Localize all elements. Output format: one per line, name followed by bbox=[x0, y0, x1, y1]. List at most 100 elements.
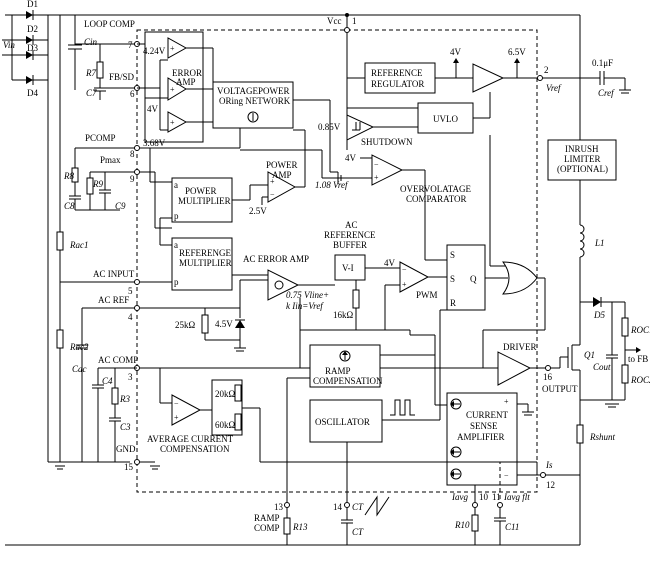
to-fb-label: to FB bbox=[628, 354, 648, 364]
ac-ref-buffer-label1: AC bbox=[345, 220, 358, 230]
power-mult-label2: MULTIPLIER bbox=[178, 196, 231, 206]
pin-gnd-label: GND bbox=[116, 444, 136, 454]
ref-reg-label2: REGULATOR bbox=[371, 79, 424, 89]
r8-label: R8 bbox=[63, 171, 74, 181]
overvoltage-label1: OVERVOLATAGE bbox=[400, 184, 472, 194]
svg-text:+: + bbox=[270, 177, 275, 186]
svg-text:+: + bbox=[170, 85, 175, 94]
vin-label: Vin bbox=[3, 40, 15, 50]
pin-8[interactable] bbox=[134, 145, 140, 151]
c7-label: C7 bbox=[86, 88, 97, 98]
latch-r: R bbox=[450, 298, 456, 308]
rshunt-label: Rshunt bbox=[589, 432, 616, 442]
ramp-comp-pin-label1: RAMP bbox=[254, 513, 280, 523]
pin-10[interactable] bbox=[472, 502, 478, 508]
pin-16[interactable] bbox=[545, 365, 551, 371]
pin-is-label: Is bbox=[545, 460, 553, 470]
inrush-label3: (OPTIONAL) bbox=[557, 164, 608, 174]
v085-label: 0.85V bbox=[318, 122, 341, 132]
svg-text:−: − bbox=[270, 190, 275, 199]
avg-current-label1: AVERAGE CURRENT bbox=[147, 434, 234, 444]
c4-label: C4 bbox=[102, 376, 113, 386]
pin-5-num: 5 bbox=[128, 286, 133, 296]
roc2-label: ROC2 bbox=[630, 375, 650, 385]
c4-r3-c3-network bbox=[92, 367, 121, 462]
pin-11[interactable] bbox=[497, 502, 503, 508]
pin-12[interactable] bbox=[540, 472, 546, 478]
c8-label: C8 bbox=[64, 201, 75, 211]
r25k-label: 25kΩ bbox=[175, 320, 196, 330]
pin-3-num: 3 bbox=[128, 372, 133, 382]
cin-label: Cin bbox=[84, 37, 98, 47]
sr-latch-block bbox=[446, 244, 486, 311]
shutdown-label: SHUTDOWN bbox=[361, 137, 413, 147]
inrush-label1: INRUSH bbox=[565, 144, 599, 154]
error-amp-block: + + + bbox=[144, 31, 213, 143]
d1-label: D1 bbox=[27, 0, 38, 9]
pin-9[interactable] bbox=[134, 169, 140, 175]
svg-text:−: − bbox=[374, 160, 379, 169]
r3-label: R3 bbox=[119, 394, 130, 404]
pin-14[interactable] bbox=[344, 502, 350, 508]
driver-buffer bbox=[497, 351, 532, 386]
d5-label: D5 bbox=[593, 310, 605, 320]
svg-text:+: + bbox=[170, 44, 175, 53]
v65-label: 6.5V bbox=[508, 47, 526, 57]
v368-label: 3.68V bbox=[143, 138, 166, 148]
pin-8-num: 8 bbox=[130, 149, 135, 159]
svg-text:+: + bbox=[402, 280, 407, 289]
vref-buffer bbox=[472, 63, 505, 93]
oscillator-label: OSCILLATOR bbox=[315, 417, 370, 427]
ramp-comp-label1: RAMP bbox=[325, 366, 351, 376]
pin-ac-ref-label: AC REF bbox=[98, 295, 129, 305]
pin-4-num: 4 bbox=[128, 312, 133, 322]
roc1-label: ROC1 bbox=[630, 325, 650, 335]
pin-13-num: 13 bbox=[274, 502, 284, 512]
cout-label: Cout bbox=[593, 362, 611, 372]
ref-mult-label1: REFERENGE bbox=[179, 248, 232, 258]
ramp-comp-label2: COMPENSATION bbox=[313, 376, 383, 386]
pin-1[interactable] bbox=[344, 27, 350, 33]
pin-15-num: 15 bbox=[124, 462, 134, 472]
pin-15[interactable] bbox=[134, 459, 140, 465]
power-amp-label1: POWER bbox=[266, 160, 298, 170]
pin-5[interactable] bbox=[134, 279, 140, 285]
or-gate bbox=[502, 261, 538, 295]
pin-11-num: 11 bbox=[492, 492, 501, 502]
ramp-comp-pin-label2: COMP bbox=[254, 523, 280, 533]
uvlo-block bbox=[417, 102, 474, 134]
pin-2-num: 2 bbox=[544, 65, 549, 75]
ac-ref-buffer-label3: BUFFER bbox=[333, 240, 367, 250]
roc2-resistor bbox=[621, 364, 629, 384]
r7-label: R7 bbox=[85, 68, 96, 78]
driver-label: DRIVER bbox=[503, 342, 537, 352]
pin-2[interactable] bbox=[537, 75, 543, 81]
r13-resistor bbox=[283, 517, 291, 535]
rac-divider bbox=[56, 220, 64, 462]
zener-diode bbox=[235, 320, 245, 328]
ref-mult-label2: MULTIPLIER bbox=[179, 258, 232, 268]
power-amp-label2: AMP bbox=[272, 170, 292, 180]
v45-label: 4.5V bbox=[215, 319, 233, 329]
cin-capacitor bbox=[60, 14, 82, 90]
pin-13[interactable] bbox=[284, 502, 290, 508]
c11-label: C11 bbox=[505, 522, 519, 532]
pin-iavg-label: Iavg bbox=[451, 492, 468, 502]
pin-fb-sd-label: FB/SD bbox=[109, 72, 135, 82]
power-mult-label1: POWER bbox=[185, 186, 217, 196]
latch-q: Q bbox=[470, 274, 477, 284]
pin-4[interactable] bbox=[134, 305, 140, 311]
rm-p-label: p bbox=[174, 277, 179, 287]
r13-label: R13 bbox=[292, 522, 308, 532]
pin-ac-comp-label: AC COMP bbox=[98, 355, 138, 365]
pwm-label: PWM bbox=[416, 290, 438, 300]
pin-10-num: 10 bbox=[479, 492, 489, 502]
ct-cap-label: CT bbox=[352, 527, 364, 537]
c3-label: C3 bbox=[120, 422, 131, 432]
v424-label: 4.24V bbox=[143, 46, 166, 56]
uvlo-label: UVLO bbox=[433, 114, 458, 124]
v4a-label: 4V bbox=[147, 104, 159, 114]
pin-ct-label: CT bbox=[352, 502, 364, 512]
l1-label: L1 bbox=[594, 238, 605, 248]
